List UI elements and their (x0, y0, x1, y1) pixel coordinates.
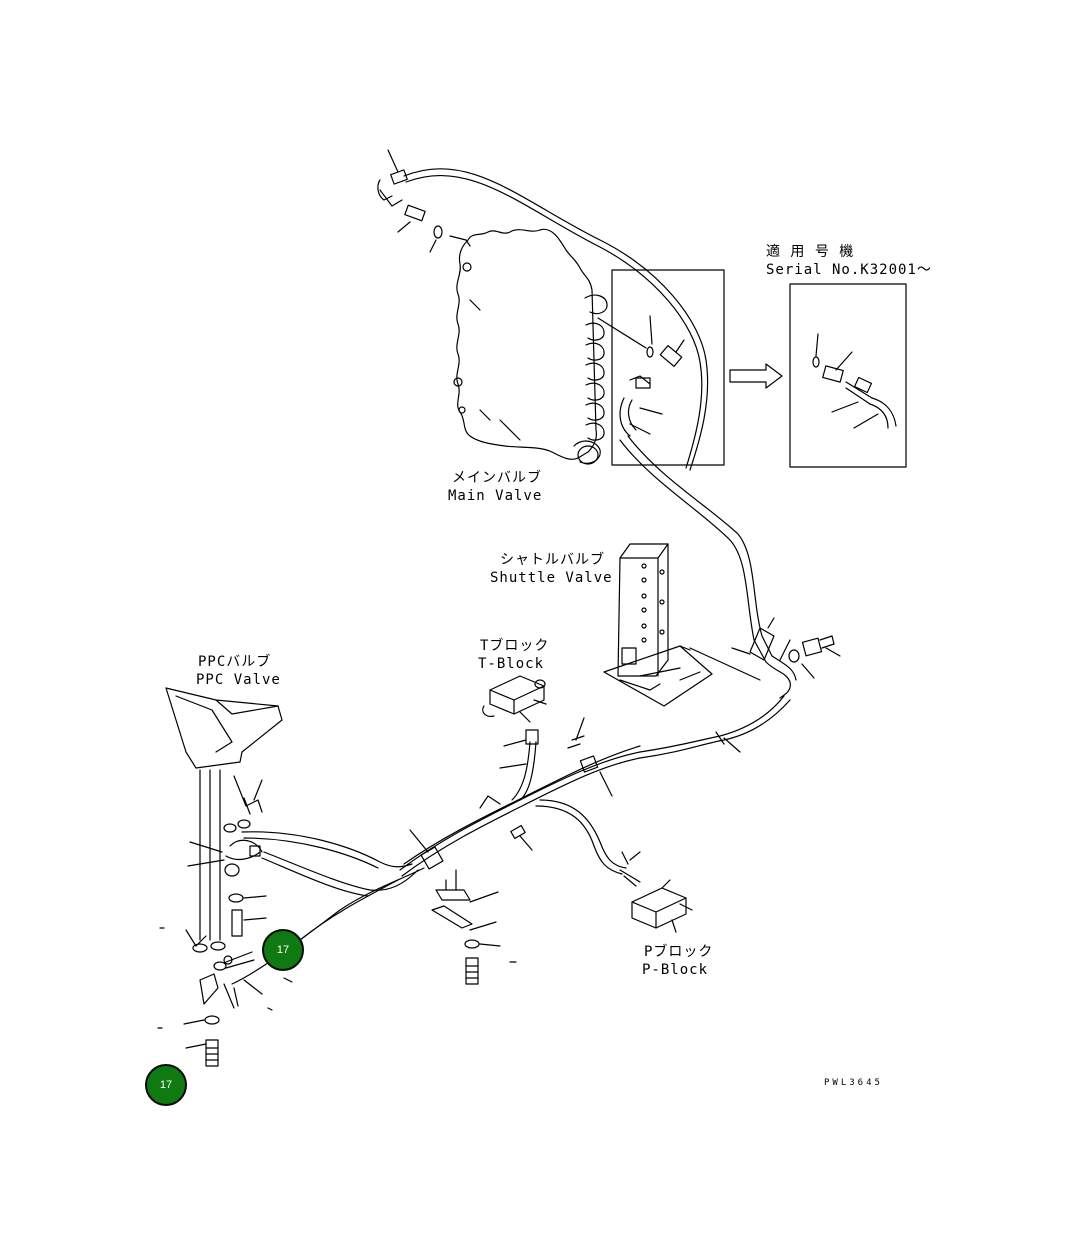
t-block-label-ja: Tブロック (480, 638, 550, 654)
p-block (631, 879, 693, 933)
p-block-label-ja: Pブロック (644, 944, 714, 960)
clamp-set-center (431, 869, 517, 985)
part-callout-17[interactable]: 17 (262, 929, 304, 971)
shuttle-valve (603, 543, 761, 707)
serial-label-en: Serial No.K32001～ (766, 262, 932, 278)
ppc-valve-label-en: PPC Valve (196, 672, 281, 688)
serial-label-ja: 適 用 号 機 (766, 244, 855, 260)
main-valve-body (453, 228, 608, 465)
bolt-fitting-right (788, 635, 841, 679)
hose-bundle (399, 695, 791, 887)
main-valve-label-en: Main Valve (448, 488, 543, 504)
part-callout-number: 17 (159, 1079, 173, 1091)
t-block (482, 675, 547, 723)
detail-arrow (729, 363, 783, 389)
main-pilot-line (619, 435, 797, 699)
serial-detail-box (789, 283, 907, 468)
ppc-valve-label-ja: PPCバルブ (198, 654, 272, 670)
ppc-hoses (231, 829, 429, 985)
drawing-code: PWL3645 (824, 1078, 883, 1088)
p-block-label-en: P-Block (642, 962, 709, 978)
ppc-valve (157, 687, 293, 1067)
shuttle-valve-label-ja: シャトルバルブ (500, 552, 605, 568)
main-valve-top-fittings (377, 149, 709, 471)
part-callout-number: 17 (276, 944, 290, 956)
t-block-label-en: T-Block (478, 656, 545, 672)
shuttle-valve-label-en: Shuttle Valve (490, 570, 613, 586)
part-callout-17-legend[interactable]: 17 (145, 1064, 187, 1106)
main-valve-detail-box (597, 269, 725, 466)
main-valve-label-ja: メインバルブ (452, 470, 542, 486)
